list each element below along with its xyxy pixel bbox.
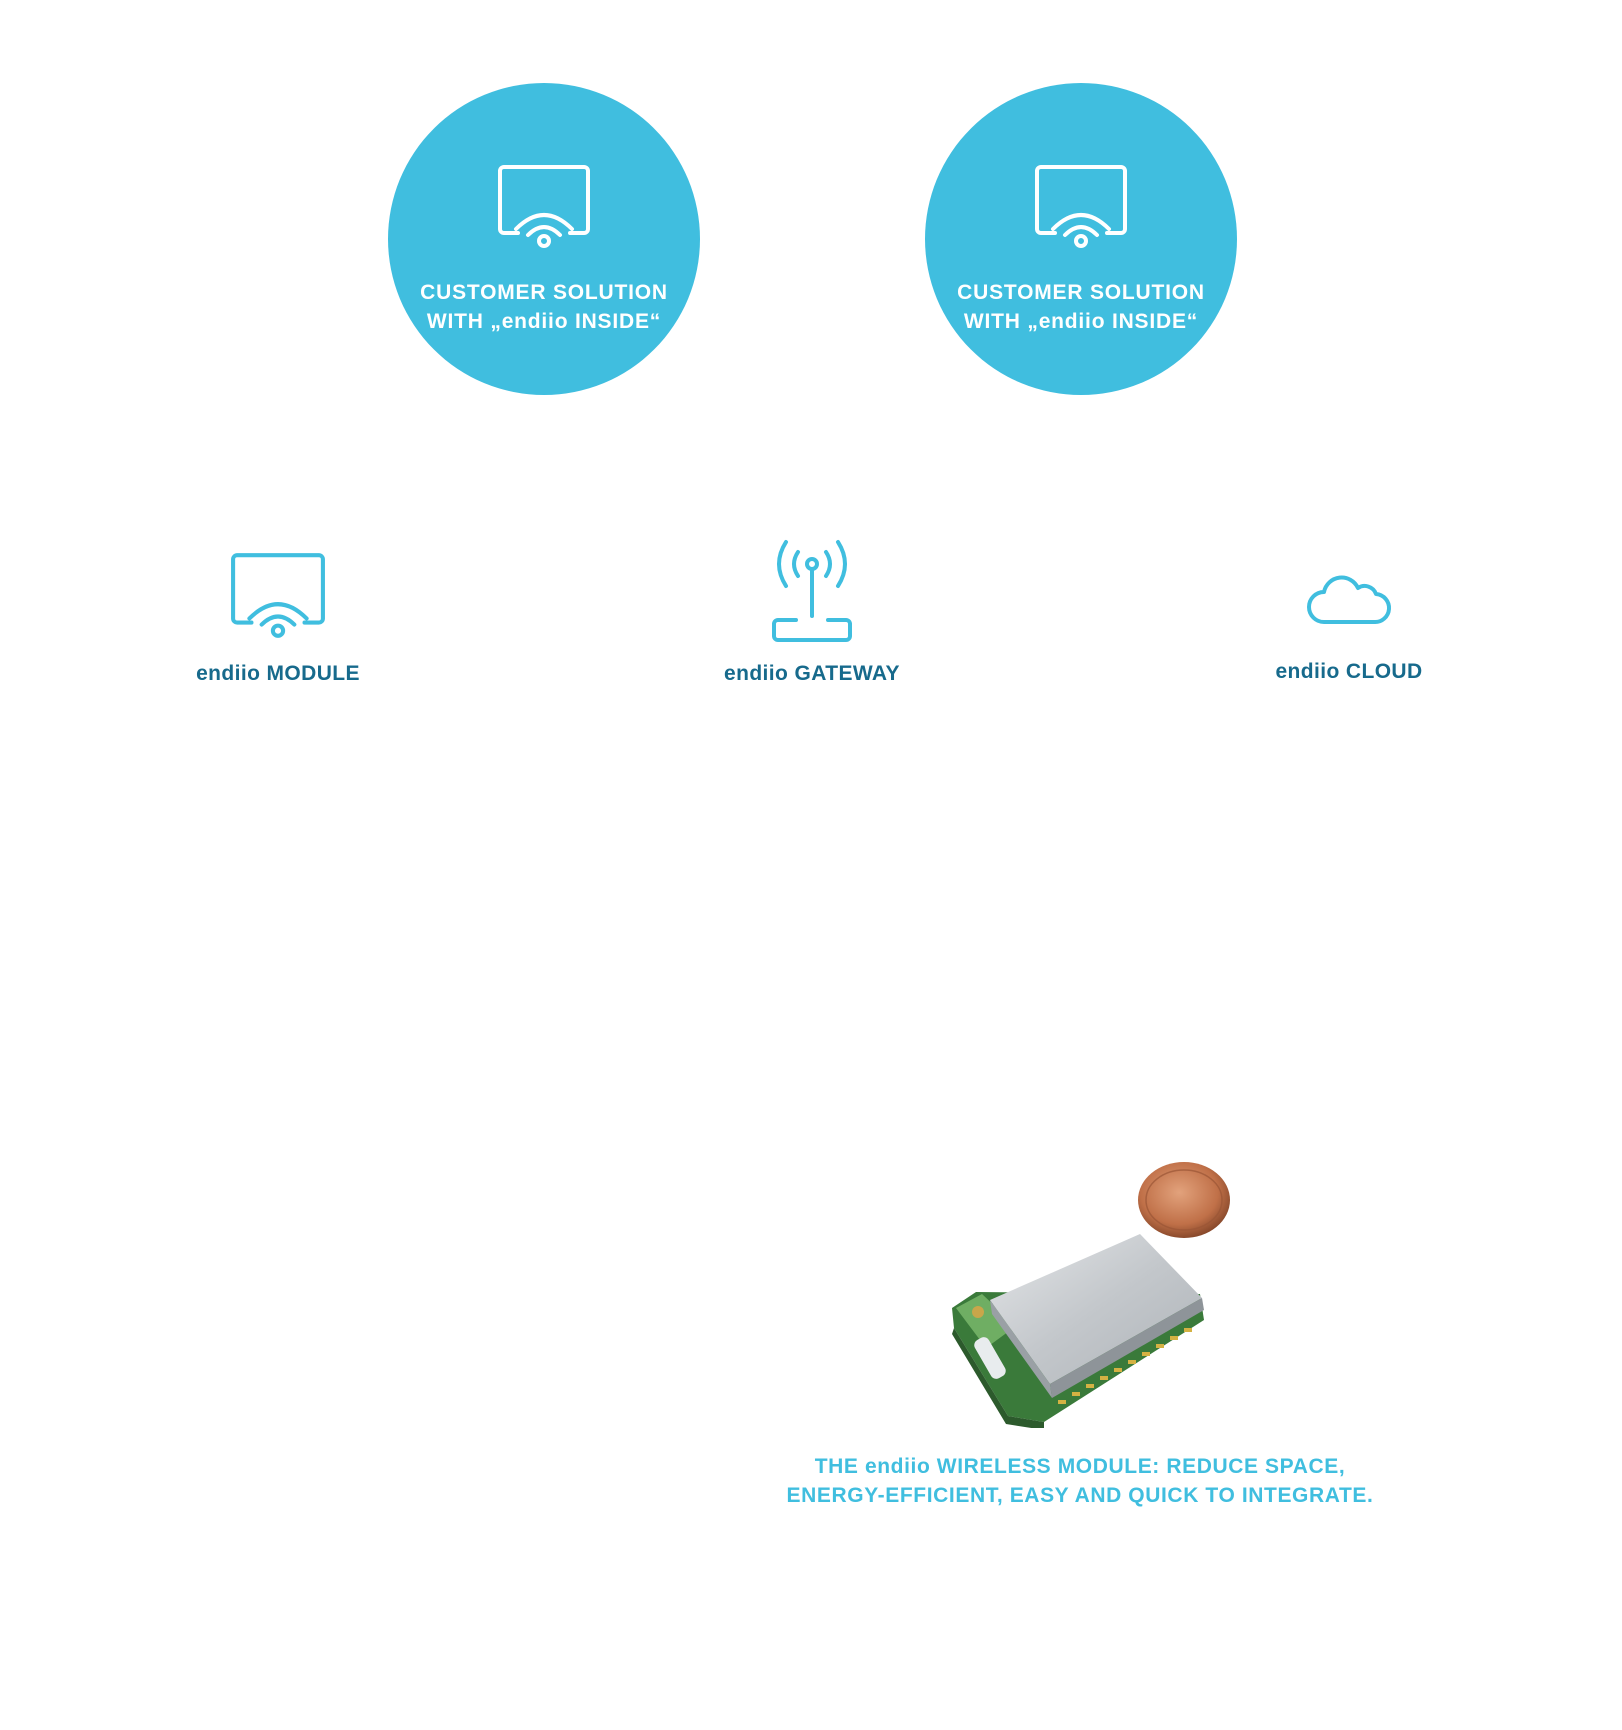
solution-label-line2: WITH „endiio INSIDE“	[963, 310, 1199, 333]
feature-label-module: endiio MODULE	[196, 662, 360, 685]
wireless-module-image	[952, 1162, 1230, 1428]
metal-shield	[990, 1234, 1202, 1384]
feature-cloud: endiio CLOUD	[1219, 530, 1479, 700]
wifi-device-icon	[231, 553, 325, 638]
antenna-icon	[772, 540, 852, 642]
caption-line1: THE endiio WIRELESS MODULE: REDUCE SPACE…	[814, 1455, 1346, 1478]
feature-label-gateway: endiio GATEWAY	[724, 662, 900, 685]
wifi-device-icon	[498, 165, 590, 248]
feature-module: endiio MODULE	[148, 530, 408, 700]
solution-label: CUSTOMER SOLUTION WITH „endiio INSIDE“	[925, 278, 1237, 336]
coin	[1138, 1162, 1230, 1238]
solution-label-line1: CUSTOMER SOLUTION	[957, 281, 1205, 304]
gold-pads	[1058, 1328, 1192, 1404]
wifi-device-icon	[1035, 165, 1127, 248]
solution-circle-1: CUSTOMER SOLUTION WITH „endiio INSIDE“	[388, 83, 700, 395]
solution-label-line1: CUSTOMER SOLUTION	[420, 281, 668, 304]
solution-label-line2: WITH „endiio INSIDE“	[426, 310, 662, 333]
feature-gateway: endiio GATEWAY	[682, 530, 942, 700]
solution-label: CUSTOMER SOLUTION WITH „endiio INSIDE“	[388, 278, 700, 336]
feature-label-cloud: endiio CLOUD	[1275, 660, 1423, 683]
cloud-icon	[1307, 575, 1392, 625]
product-caption: THE endiio WIRELESS MODULE: REDUCE SPACE…	[760, 1452, 1400, 1510]
caption-line2: ENERGY-EFFICIENT, EASY AND QUICK TO INTE…	[786, 1484, 1374, 1507]
solution-circle-2: CUSTOMER SOLUTION WITH „endiio INSIDE“	[925, 83, 1237, 395]
antenna-connector	[972, 1306, 984, 1318]
